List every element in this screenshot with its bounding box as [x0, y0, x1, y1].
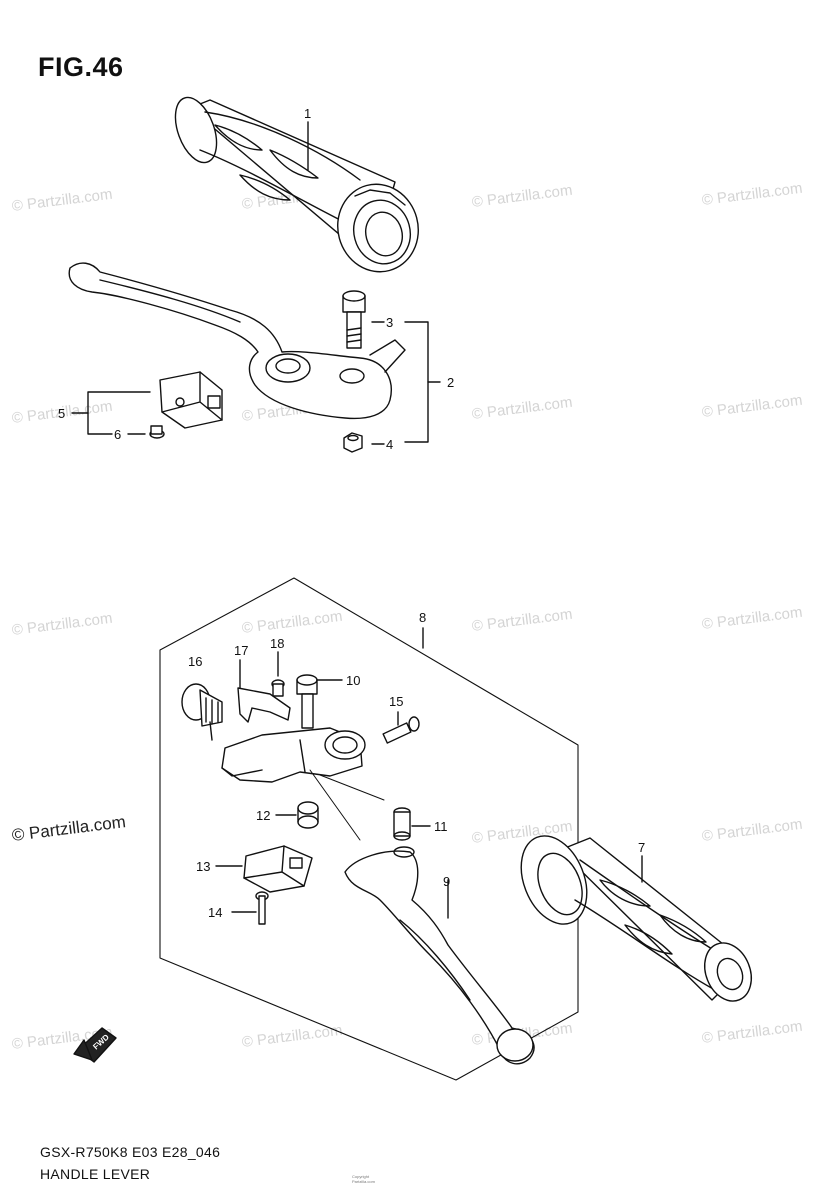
part-4-nut: [343, 432, 363, 453]
part-5-brake-switch: [159, 371, 223, 429]
part-7-grip: [520, 835, 752, 1002]
part-3-pivot-bolt: [342, 290, 366, 349]
part-14-screw: [231, 891, 269, 925]
callout-10: 10: [346, 673, 360, 688]
part-11-bushing: [393, 807, 431, 841]
figure-title: FIG.46: [38, 52, 124, 82]
part-15-bolt: [382, 711, 420, 744]
callout-15: 15: [389, 694, 403, 709]
part-6-screw: [149, 425, 165, 439]
callout-7: 7: [638, 840, 645, 855]
copyright-line-1: Copyright: [352, 1174, 370, 1179]
callout-16: 16: [188, 654, 202, 669]
callout-4: 4: [386, 437, 393, 452]
part-10-bolt: [296, 674, 343, 729]
callout-12: 12: [256, 808, 270, 823]
callout-9: 9: [443, 874, 450, 889]
direction-arrow-icon: [73, 1027, 117, 1063]
part-13-clutch-switch: [215, 845, 313, 893]
part-18-screw: [271, 651, 285, 697]
callout-5: 5: [58, 406, 65, 421]
callout-14: 14: [208, 905, 222, 920]
callout-8: 8: [419, 610, 426, 625]
callout-3: 3: [386, 315, 393, 330]
callout-13: 13: [196, 859, 210, 874]
lever-holder: [221, 727, 366, 783]
callout-17: 17: [234, 643, 248, 658]
callout-2: 2: [447, 375, 454, 390]
part-2-brake-lever: [68, 262, 406, 420]
callout-labels: 1 2 3 4 5 6 7 8 9 10 11 12 13 14 15 16 1…: [58, 106, 645, 920]
part-16-adjuster: [181, 683, 223, 741]
callout-6: 6: [114, 427, 121, 442]
callout-18: 18: [270, 636, 284, 651]
diagram-caption: HANDLE LEVER: [40, 1166, 151, 1182]
callout-1: 1: [304, 106, 311, 121]
assembly-8-outline: [159, 577, 579, 1081]
part-1-grip: [174, 96, 419, 273]
part-12-spacer: [275, 801, 319, 829]
copyright-line-2: Partzilla.com: [352, 1179, 375, 1184]
diagram-code: GSX-R750K8 E03 E28_046: [40, 1144, 221, 1160]
callout-11: 11: [434, 819, 448, 834]
copyright-note: Copyright Partzilla.com: [352, 1174, 375, 1184]
part-9-clutch-lever: [344, 846, 535, 1065]
part-17-bracket: [237, 659, 291, 723]
